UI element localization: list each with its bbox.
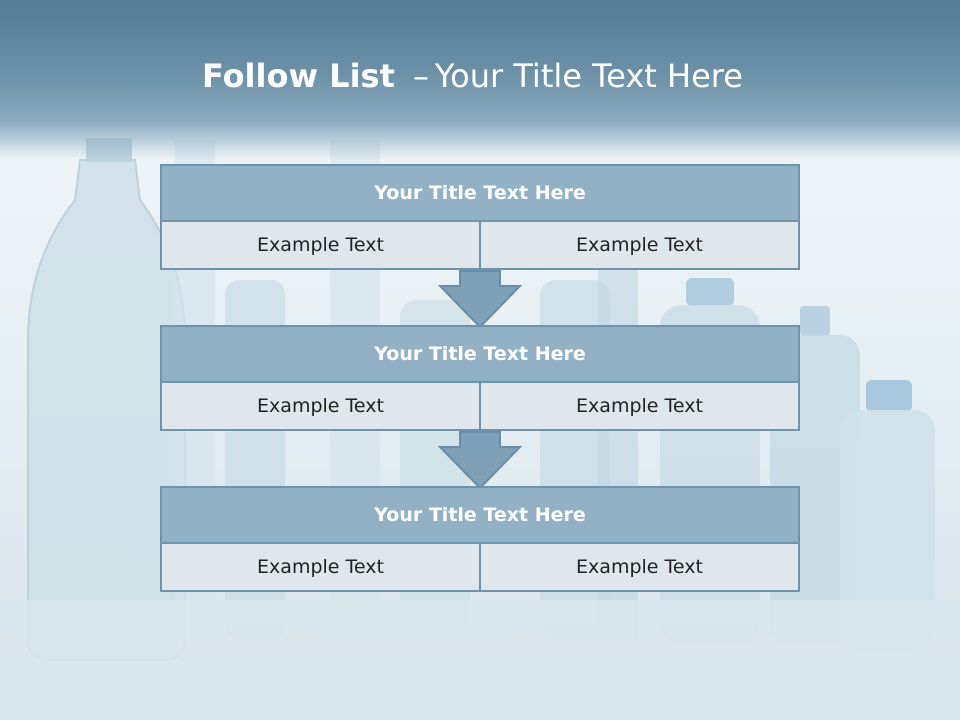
step-row: Example Text Example Text bbox=[162, 222, 798, 268]
step-title: Your Title Text Here bbox=[162, 327, 798, 383]
step-panel-2: Your Title Text Here Example Text Exampl… bbox=[160, 325, 800, 431]
title-rest-text: Your Title Text Here bbox=[434, 57, 743, 95]
title-bold-text: Follow List bbox=[202, 57, 395, 95]
title-dash: – bbox=[412, 57, 429, 95]
slide-title: Follow List–Your Title Text Here bbox=[202, 54, 743, 98]
step-panel-3: Your Title Text Here Example Text Exampl… bbox=[160, 486, 800, 592]
step-row: Example Text Example Text bbox=[162, 383, 798, 429]
header-band bbox=[0, 0, 960, 160]
step-title: Your Title Text Here bbox=[162, 488, 798, 544]
step-cell-right: Example Text bbox=[479, 222, 798, 268]
down-arrow-icon bbox=[438, 431, 522, 489]
step-cell-left: Example Text bbox=[162, 383, 479, 429]
step-cell-right: Example Text bbox=[479, 383, 798, 429]
step-cell-right: Example Text bbox=[479, 544, 798, 590]
down-arrow-icon bbox=[438, 270, 522, 328]
step-cell-left: Example Text bbox=[162, 222, 479, 268]
step-row: Example Text Example Text bbox=[162, 544, 798, 590]
step-cell-left: Example Text bbox=[162, 544, 479, 590]
step-title: Your Title Text Here bbox=[162, 166, 798, 222]
step-panel-1: Your Title Text Here Example Text Exampl… bbox=[160, 164, 800, 270]
